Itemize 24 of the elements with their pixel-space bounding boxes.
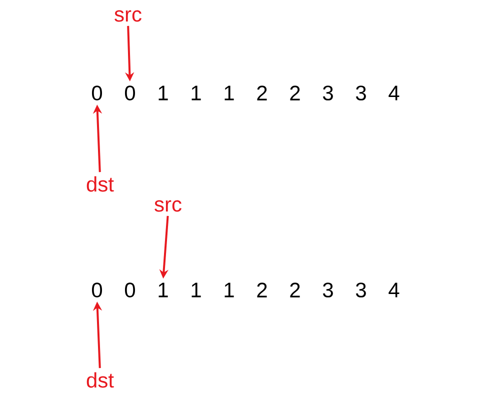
digit: 3 bbox=[322, 86, 333, 100]
digit: 3 bbox=[356, 86, 366, 100]
pointer-label: src bbox=[154, 200, 182, 212]
digit: 0 bbox=[92, 86, 102, 100]
digit: 2 bbox=[257, 86, 267, 100]
digit: 1 bbox=[158, 86, 168, 100]
digit: 0 bbox=[124, 282, 136, 298]
digit: 3 bbox=[322, 282, 333, 298]
digit: 2 bbox=[290, 282, 300, 298]
digit: 0 bbox=[92, 282, 102, 298]
digit: 4 bbox=[388, 86, 400, 100]
pointer-label: src bbox=[114, 10, 142, 22]
digit: 1 bbox=[192, 282, 201, 298]
digit: 1 bbox=[224, 86, 234, 100]
pointer-label: dst bbox=[86, 176, 114, 192]
digit: 2 bbox=[290, 86, 300, 100]
digit: 1 bbox=[224, 282, 234, 298]
digit: 3 bbox=[356, 282, 366, 298]
digit: 1 bbox=[192, 86, 201, 100]
digit: 4 bbox=[388, 282, 400, 298]
digit: 2 bbox=[257, 282, 267, 298]
pointer-label: dst bbox=[86, 372, 114, 388]
digit: 1 bbox=[158, 282, 168, 298]
digit: 0 bbox=[124, 86, 136, 100]
